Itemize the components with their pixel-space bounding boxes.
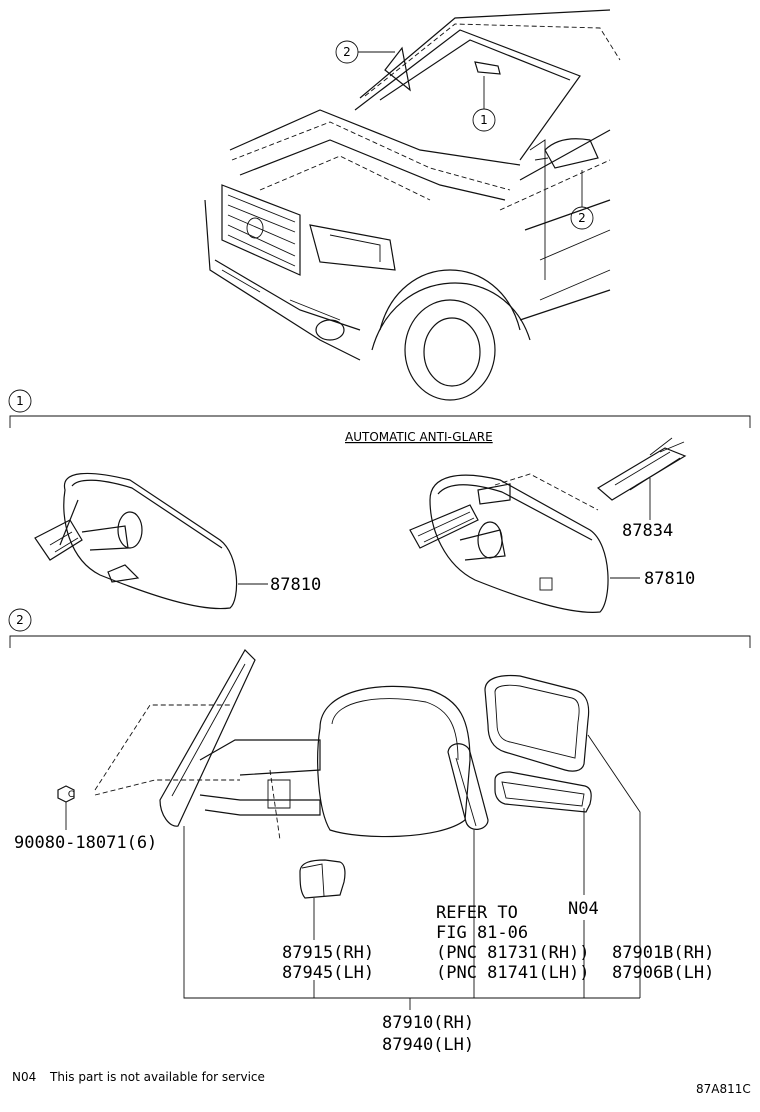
refer-line-2: FIG 81-06 bbox=[436, 923, 528, 943]
section-1-frame: 1 bbox=[8, 389, 751, 428]
section-1-marker: 1 bbox=[16, 394, 24, 408]
harness-87834 bbox=[596, 437, 687, 501]
cover-87915 bbox=[299, 859, 346, 899]
section-2-marker: 2 bbox=[16, 613, 24, 627]
inner-mirror-right bbox=[409, 473, 609, 613]
figure-code: 87A811C bbox=[696, 1082, 751, 1096]
footnote-code: N04 bbox=[12, 1070, 36, 1084]
vehicle-illustration: 2 1 2 bbox=[204, 9, 621, 401]
part-87915-rh: 87915(RH) bbox=[282, 943, 374, 963]
part-87910-rh: 87910(RH) bbox=[382, 1013, 474, 1033]
part-n04: N04 bbox=[568, 899, 599, 919]
part-87834: 87834 bbox=[622, 521, 673, 541]
part-87940-lh: 87940(LH) bbox=[382, 1035, 474, 1055]
mirror-glass-inner bbox=[494, 771, 592, 813]
callout-number: 1 bbox=[480, 113, 488, 127]
mirror-glass-outer bbox=[484, 674, 590, 772]
part-87901b-rh: 87901B(RH) bbox=[612, 943, 714, 963]
section-2-frame: 2 bbox=[8, 608, 751, 648]
part-87906b-lh: 87906B(LH) bbox=[612, 963, 714, 983]
part-87810-right: 87810 bbox=[644, 569, 695, 589]
refer-line-3: (PNC 81731(RH)) bbox=[436, 943, 590, 963]
part-87810-left: 87810 bbox=[270, 575, 321, 595]
bolt-c-marker: C bbox=[68, 790, 74, 800]
assembly-bracket bbox=[183, 826, 640, 1010]
bolt-90080: C bbox=[57, 785, 75, 803]
callout-number: 2 bbox=[343, 45, 351, 59]
refer-line-4: (PNC 81741(LH)) bbox=[436, 963, 590, 983]
automatic-anti-glare-label: AUTOMATIC ANTI-GLARE bbox=[345, 430, 493, 444]
inner-mirror-left bbox=[34, 472, 238, 610]
footnote-text: This part is not available for service bbox=[49, 1070, 265, 1084]
refer-line-1: REFER TO bbox=[436, 903, 518, 923]
outside-mirror-assembly bbox=[94, 649, 489, 841]
part-87945-lh: 87945(LH) bbox=[282, 963, 374, 983]
part-90080-18071: 90080-18071(6) bbox=[14, 833, 157, 853]
callout-number: 2 bbox=[578, 211, 586, 225]
